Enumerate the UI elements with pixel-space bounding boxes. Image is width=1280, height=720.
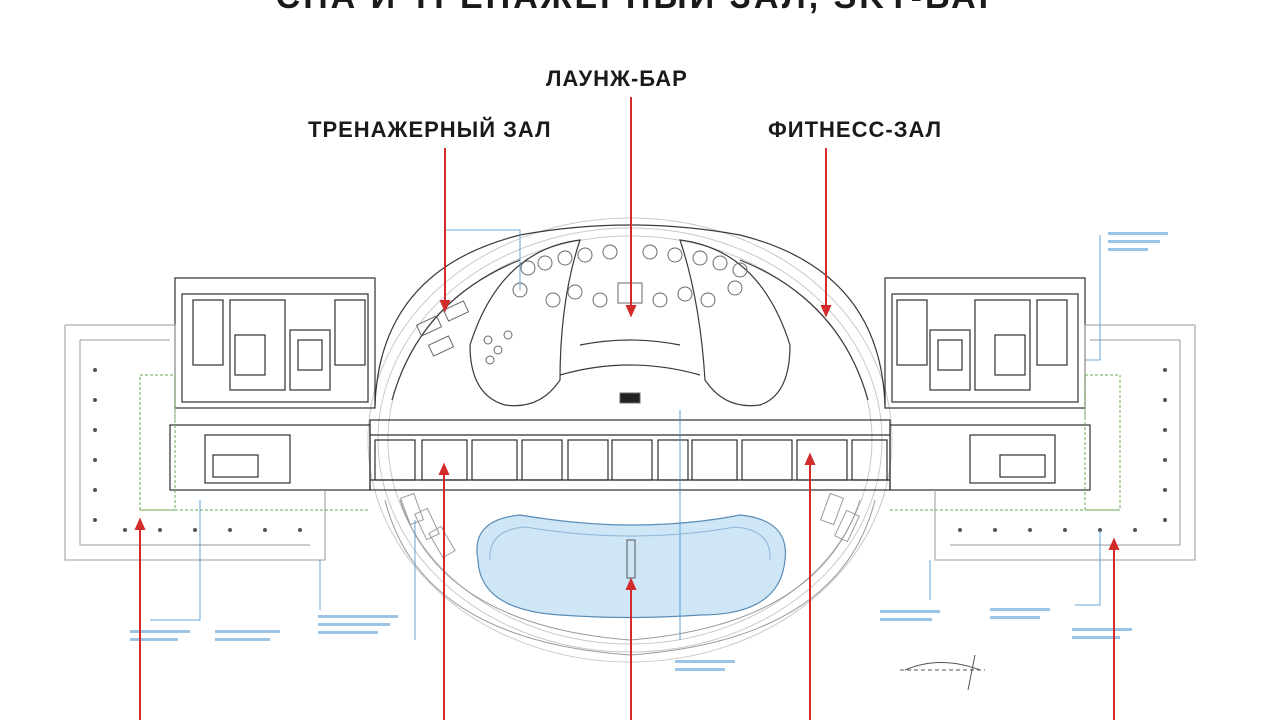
central-corridor xyxy=(369,419,891,491)
right-wing xyxy=(884,277,1091,491)
right-terrace-posts xyxy=(958,368,1167,532)
right-terrace xyxy=(890,324,1196,561)
callout-gym: ТРЕНАЖЕРНЫЙ ЗАЛ xyxy=(308,117,552,142)
left-wing xyxy=(169,277,376,491)
pool xyxy=(476,514,787,619)
callout-leaders xyxy=(134,97,1120,720)
callout-fitness: ФИТНЕСС-ЗАЛ xyxy=(768,117,943,142)
left-terrace xyxy=(64,324,370,561)
lounge-furniture xyxy=(415,244,748,404)
callout-lounge-bar: ЛАУНЖ-БАР xyxy=(546,66,688,91)
north-marker xyxy=(900,654,985,691)
left-terrace-posts xyxy=(93,368,302,532)
annotation-leaders xyxy=(150,229,1101,640)
annotation-text-marks xyxy=(130,232,1168,671)
page-title: СПА И ТРЕНАЖЕРНЫЙ ЗАЛ, SKY-БАР xyxy=(0,0,1280,17)
